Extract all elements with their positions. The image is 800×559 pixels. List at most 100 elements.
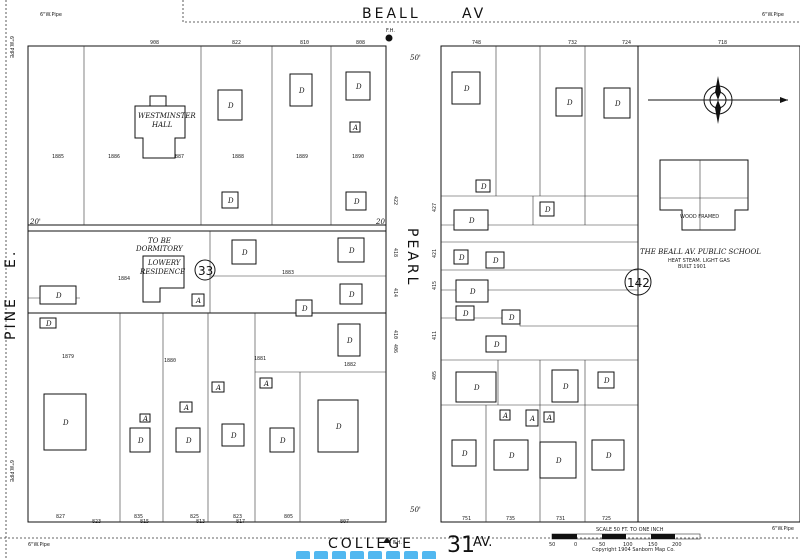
dwelling-building [539, 441, 577, 479]
dwelling-mark: D [335, 423, 342, 431]
block-number-east: 142 [627, 276, 650, 290]
dwelling-mark: D [473, 384, 480, 392]
control-tab-3[interactable] [332, 551, 346, 559]
block-number-west: 33 [198, 264, 213, 278]
dwelling-building [485, 335, 507, 353]
dwelling-mark: D [241, 249, 248, 257]
dwelling-building [555, 87, 583, 117]
dwelling-building [499, 409, 511, 421]
control-tab-8[interactable] [422, 551, 436, 559]
dwelling-building [501, 309, 521, 325]
westminster-hall-line1: WESTMINSTER [138, 112, 196, 120]
left-pipe-label-upper: 6"W.PIPE [8, 36, 14, 58]
scale-sub: Copyright 1904 Sanborn Map Co. [592, 547, 675, 553]
corner-label-bottom-right: 6"W.Pipe [772, 526, 794, 532]
address-number: 807 [340, 519, 349, 525]
dwelling-mark: D [55, 292, 62, 300]
control-tab-4[interactable] [350, 551, 364, 559]
control-tab-2[interactable] [314, 551, 328, 559]
dwelling-mark: D [480, 183, 487, 191]
hydrant-top-label: F.H. [386, 28, 395, 34]
dwelling-building [39, 317, 57, 329]
address-number: 414 [392, 288, 398, 297]
school-note-1: HEAT STEAM. LIGHT GAS [668, 258, 730, 264]
dwelling-mark: A [195, 297, 201, 305]
dwelling-mark: D [348, 291, 355, 299]
control-tab-5[interactable] [368, 551, 382, 559]
address-number: 718 [718, 40, 727, 46]
scale-tick-label: 0 [574, 542, 577, 548]
north-compass-icon [648, 76, 788, 124]
address-number: 406 [392, 344, 398, 353]
dwelling-mark: D [492, 257, 499, 265]
dwelling-mark: D [227, 102, 234, 110]
dwelling-mark: D [461, 450, 468, 458]
address-number: 418 [392, 248, 398, 257]
street-beall: BEALL [362, 6, 421, 22]
address-number: 835 [134, 514, 143, 520]
map-frame-top [182, 0, 800, 23]
lowery-residence: TO BE DORMITORY LOWERY RESIDENCE [135, 237, 185, 303]
address-number: 732 [568, 40, 577, 46]
width-bottom-left: 50' [410, 506, 421, 514]
address-number: 415 [432, 281, 438, 290]
street-college: COLLEGE [328, 536, 414, 552]
hydrant-bottom [383, 537, 391, 543]
lot-number: 1888 [232, 154, 244, 160]
dwelling-building [129, 427, 151, 453]
address-number: 725 [602, 516, 611, 522]
dwelling-building [217, 89, 243, 121]
lowery-line3: LOWERY [147, 259, 182, 267]
street-e: E. [3, 249, 19, 268]
dwelling-mark: D [463, 85, 470, 93]
dwelling-mark: D [562, 383, 569, 391]
hydrant-bottom-label: F.H. [393, 540, 402, 546]
dwelling-mark: A [502, 412, 508, 420]
address-number: 805 [284, 514, 293, 520]
dwelling-mark: D [462, 310, 469, 318]
width-left-20: 20' [29, 218, 41, 226]
lot-number: 1879 [62, 354, 74, 360]
left-pipe-label-lower: 6"W.PIPE [8, 460, 14, 482]
street-pine: PINE [3, 296, 19, 340]
dwelling-mark: D [614, 100, 621, 108]
street-av: AV [462, 6, 486, 22]
dwelling-building [525, 409, 539, 427]
control-tab-7[interactable] [404, 551, 418, 559]
dwelling-mark: D [605, 452, 612, 460]
address-number: 422 [392, 196, 398, 205]
scale-tick-label: 200 [672, 542, 682, 548]
dwelling-mark: A [546, 414, 552, 422]
control-tab-6[interactable] [386, 551, 400, 559]
address-number: 817 [236, 519, 245, 525]
dwelling-mark: D [603, 377, 610, 385]
address-number: 815 [140, 519, 149, 525]
dwelling-mark: D [346, 337, 353, 345]
dwelling-building [175, 427, 201, 453]
address-number: 731 [556, 516, 565, 522]
address-number: 427 [432, 203, 438, 212]
scale-tick-label: 150 [648, 542, 658, 548]
dwelling-building [603, 87, 631, 119]
dwelling-mark: D [230, 432, 237, 440]
width-top-left: 50' [410, 54, 421, 62]
lot-number: 1883 [282, 270, 294, 276]
lot-number: 1880 [164, 358, 176, 364]
dwelling-building [39, 285, 77, 305]
dwelling-building [551, 369, 579, 403]
dwelling-building [455, 371, 497, 403]
dwelling-building [337, 323, 361, 357]
hydrant-top [385, 34, 393, 42]
control-tab-1[interactable] [296, 551, 310, 559]
address-number: 808 [356, 40, 365, 46]
address-number: 724 [622, 40, 631, 46]
dwelling-building [221, 191, 239, 209]
westminster-hall-line2: HALL [151, 121, 173, 129]
